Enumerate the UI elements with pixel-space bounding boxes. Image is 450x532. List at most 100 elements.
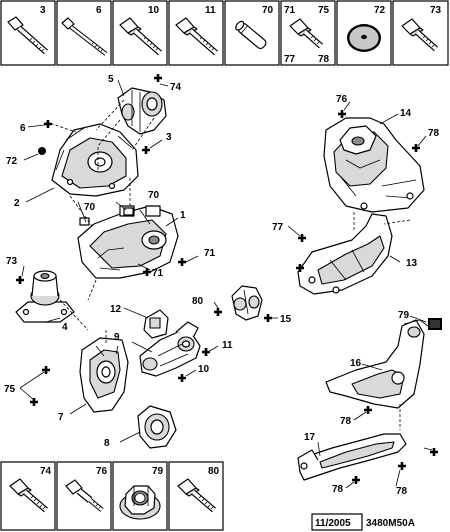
callout-72: 72 [6,156,18,167]
callout-13: 13 [406,258,418,269]
callout-77: 77 [272,222,284,233]
long-bolt-icon [7,16,48,55]
cell-label-3: 3 [40,5,46,16]
cell-label-10: 10 [148,5,160,16]
callout-78-low: 78 [332,484,344,495]
cell-label-77: 77 [284,54,296,65]
callout-17: 17 [304,432,316,443]
flange-bolt-icon [401,18,439,52]
part-16-support-link [325,319,429,409]
callout-15: 15 [280,314,292,325]
dowel-70-right [123,207,134,216]
part-17-lower-link [297,433,407,481]
callout-74: 74 [170,82,182,93]
date-code-box [311,513,363,531]
callout-70-right: 70 [148,190,160,201]
callout-75: 75 [4,384,16,395]
callout-3: 3 [166,132,172,143]
flange-bolt-icon [175,17,218,56]
callout-70-left: 70 [84,202,96,213]
callout-78-mid: 78 [340,416,352,427]
part-1-lower-support [77,205,179,279]
part-13-lower-bracket [297,213,393,295]
callout-80: 80 [192,296,204,307]
callout-12: 12 [110,304,122,315]
marker-6 [44,120,52,128]
callout-labels: 74 5 6 3 72 70 70 2 1 71 71 73 4 12 80 1… [4,74,440,497]
flange-bolt-icon [177,478,216,513]
part-8-bush [137,405,177,449]
cell-label-6: 6 [96,5,102,16]
date-code: 11/2005 [315,518,351,529]
callout-5: 5 [108,74,114,85]
left-engine-mount-assembly [15,87,263,449]
callout-78-lowright: 78 [396,486,408,497]
diagram-reference: 3480M50A [366,518,415,529]
cell-label-75: 75 [318,5,330,16]
callout-71-right: 71 [204,248,216,259]
callout-76: 76 [336,94,348,105]
cell-label-73: 73 [430,5,442,16]
flange-bolt-icon [119,17,162,56]
cell-label-72: 72 [374,5,386,16]
footer-fastener-row: 74 76 79 80 [0,461,224,531]
callout-2: 2 [14,198,20,209]
callout-79: 79 [398,310,410,321]
part-5-upper-buffer [117,87,167,135]
marker-11 [202,348,210,356]
marker-10 [178,374,186,382]
marker-78-lowright [398,462,406,470]
marker-78-right [430,448,438,456]
cell-label-78: 78 [318,54,330,65]
leader-lines [19,79,433,489]
callout-78-top: 78 [428,128,440,139]
right-gearbox-mount-assembly [297,117,442,481]
marker-75b [30,398,38,406]
cell-label-71: 71 [284,5,296,16]
callout-4: 4 [62,322,68,333]
marker-3 [142,146,150,154]
round-plug-icon [347,24,381,52]
cell-label-70: 70 [262,5,274,16]
stud-bolt-icon [65,479,104,512]
fastener-markers [16,74,438,484]
callout-6: 6 [20,123,26,134]
callout-1: 1 [180,210,186,221]
marker-72 [38,147,46,155]
flange-bolt-icon [9,478,48,513]
callout-8: 8 [104,438,110,449]
part-12-plate [143,309,169,339]
cell-label-11: 11 [205,5,216,16]
callout-14: 14 [400,108,412,119]
long-thin-bolt-icon [61,17,108,56]
marker-80 [214,308,222,316]
part-7-support-bracket [79,337,129,413]
callout-11: 11 [222,340,233,351]
marker-71b [178,258,186,266]
callout-9: 9 [114,332,120,343]
part-15-small-bracket [231,285,263,321]
flange-nut-icon [119,485,161,520]
callout-71-left: 71 [152,268,164,279]
dowel-pin-icon [235,20,267,50]
part-2-main-bracket [51,123,139,197]
part-79-nut [428,318,442,330]
callout-16: 16 [350,358,362,369]
header-fastener-row: 3 6 10 11 70 71 75 77 78 72 73 [0,0,449,66]
cell-label-80: 80 [208,466,220,477]
short-flange-bolt-icon [289,18,323,49]
cell-6 [56,0,112,66]
part-9-torque-link [139,321,201,377]
marker-76 [338,110,346,118]
callout-7: 7 [58,412,64,423]
marker-73 [16,276,24,284]
callout-73: 73 [6,256,18,267]
part-14-gearbox-bracket [323,117,425,213]
cell-label-74: 74 [40,466,52,477]
cell-label-76: 76 [96,466,108,477]
part-4-rubber-mount [15,270,75,323]
marker-74 [154,74,162,82]
footer-reference: 11/2005 3480M50A [311,513,415,531]
